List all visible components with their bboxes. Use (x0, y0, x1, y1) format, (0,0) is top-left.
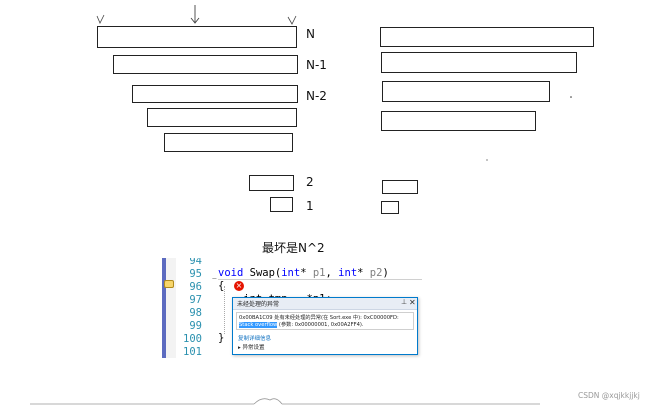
error-icon: × (234, 281, 244, 291)
down-arrow (190, 5, 200, 24)
label-n-minus-2: N-2 (306, 89, 327, 103)
editor-margin-bar (162, 258, 166, 358)
stack-frame (164, 133, 293, 152)
pin-icon[interactable]: ⊥ (401, 298, 408, 306)
parameter: p2 (369, 267, 383, 279)
code-token: , (325, 267, 339, 279)
stack-frame-n-minus-1 (113, 55, 298, 74)
stack-frame-two (249, 175, 294, 191)
tick-mark-left (96, 14, 105, 24)
code-token: * (300, 267, 313, 279)
exception-message[interactable]: 0x00BA1C09 处有未经处理的异常(在 Sort.exe 中): 0xC0… (236, 312, 414, 330)
right-frame (381, 52, 577, 73)
popup-header: 未经处理的异常 ⊥ ✕ (233, 298, 417, 310)
keyword: int (338, 267, 358, 279)
code-token: * (357, 267, 370, 279)
exception-popup[interactable]: 未经处理的异常 ⊥ ✕ 0x00BA1C09 处有未经处理的异常(在 Sort.… (232, 297, 418, 355)
tick-mark-right (287, 15, 297, 25)
popup-title: 未经处理的异常 (237, 301, 280, 308)
label-n-minus-1: N-1 (306, 58, 327, 72)
line-number: 94 (189, 258, 202, 267)
line-number: 97 (189, 294, 202, 306)
current-statement-arrow-icon (164, 280, 174, 288)
right-frame (382, 81, 550, 102)
close-icon[interactable]: ✕ (409, 298, 416, 307)
parameter: p1 (312, 267, 326, 279)
current-line-marker (218, 279, 422, 280)
code-line-100: } (218, 332, 225, 344)
bottom-scribble (253, 398, 283, 405)
code-token: ) (382, 267, 389, 279)
line-number: 99 (189, 320, 202, 332)
right-frame (381, 111, 536, 131)
code-token: Swap( (243, 267, 282, 279)
exception-message-rest: (参数: 0x00000001, 0x00A2FF4). (277, 322, 364, 328)
exception-message-line: 0x00BA1C09 处有未经处理的异常(在 Sort.exe 中): 0xC0… (239, 315, 399, 321)
selected-text: Stack overflow (239, 322, 278, 328)
label-two: 2 (306, 175, 314, 189)
line-number: 98 (189, 307, 202, 319)
line-number: 95 (189, 268, 202, 280)
stack-frame-n-minus-2 (132, 85, 298, 103)
right-frame (382, 180, 418, 194)
keyword: void (218, 267, 244, 279)
watermark: CSDN @xqjkkjjkj (578, 391, 640, 400)
collapse-icon[interactable]: − (212, 274, 217, 283)
right-frame (380, 27, 594, 47)
indent-guide (224, 286, 226, 334)
exception-settings-toggle[interactable]: ▸ 异常设置 (238, 345, 265, 351)
line-number: 96 (189, 281, 202, 293)
keyword: int (281, 267, 301, 279)
glyph-column (166, 258, 176, 358)
dot-mark (570, 96, 572, 98)
label-n: N (306, 27, 315, 41)
label-one: 1 (306, 199, 314, 213)
right-frame (381, 201, 399, 214)
copy-details-link[interactable]: 复制详细信息 (238, 336, 272, 342)
exception-message-line: Stack overflow (参数: 0x00000001, 0x00A2FF… (239, 321, 364, 328)
stack-frame-n (97, 26, 297, 48)
caption-worst-case: 最坏是N^2 (262, 241, 325, 255)
stack-frame-one (270, 197, 293, 212)
stack-frame (147, 108, 297, 127)
dot-mark (486, 159, 488, 161)
line-number: 100 (183, 333, 202, 345)
code-line-95: void Swap(int* p1, int* p2) (218, 267, 389, 279)
code-line-96: { (218, 280, 225, 292)
line-number: 101 (183, 346, 202, 358)
